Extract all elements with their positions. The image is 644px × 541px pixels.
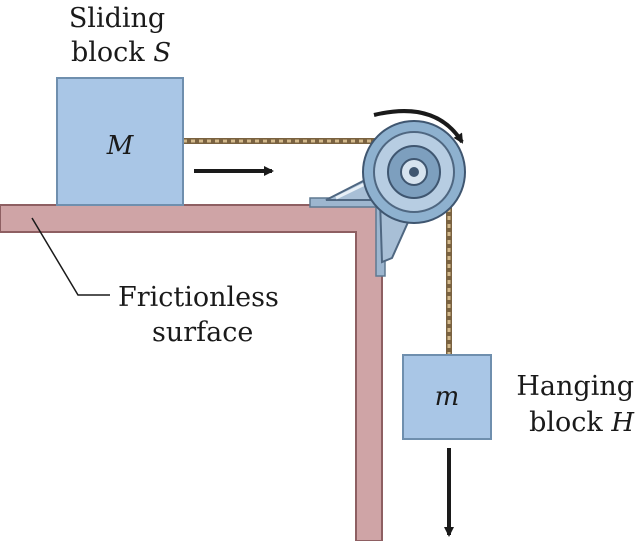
sliding-label-line2: block S	[71, 37, 171, 68]
sliding-block: M	[56, 77, 184, 206]
hanging-block: m	[402, 354, 492, 440]
sliding-block-mass-label: M	[106, 131, 135, 161]
hanging-label-text: block	[529, 407, 611, 438]
sliding-label-var: S	[153, 38, 171, 68]
hanging-block-mass-label: m	[435, 382, 460, 412]
table-body	[0, 204, 383, 541]
table	[0, 204, 383, 541]
hanging-label-line1: Hanging	[516, 371, 634, 402]
curved-clockwise-arrow-icon	[373, 109, 464, 144]
pulley-wheel	[362, 120, 466, 224]
hanging-label-var: H	[610, 408, 635, 438]
sliding-label-text: block	[71, 37, 153, 68]
sliding-label-line1: Sliding	[69, 3, 165, 34]
hanging-label-line2: block H	[529, 407, 635, 438]
frictionless-label-line1: Frictionless	[118, 282, 279, 313]
frictionless-leader-line	[31, 217, 110, 296]
frictionless-label-line2: surface	[152, 317, 253, 348]
